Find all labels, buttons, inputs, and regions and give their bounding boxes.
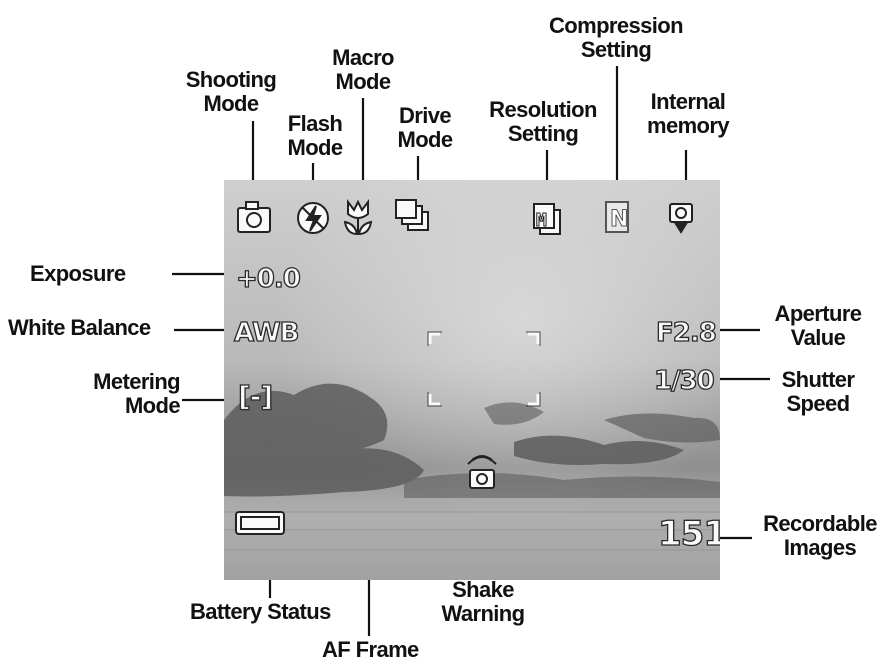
label-macro-mode: Macro Mode bbox=[332, 45, 394, 94]
label-flash-mode: Flash Mode bbox=[287, 111, 343, 160]
label-exposure: Exposure bbox=[30, 261, 126, 286]
label-recordable-images: Recordable Images bbox=[763, 511, 877, 560]
flash-off-icon bbox=[297, 202, 329, 234]
label-battery-status: Battery Status bbox=[190, 599, 331, 624]
label-shooting-mode: Shooting Mode bbox=[185, 67, 277, 116]
exposure-value: +0.0 bbox=[235, 263, 301, 294]
label-internal-memory: Internal memory bbox=[647, 89, 730, 138]
battery-icon bbox=[235, 511, 285, 535]
metering-value: [-] bbox=[237, 379, 274, 413]
shake-warning-icon bbox=[467, 455, 497, 489]
resolution-letter: M bbox=[536, 210, 547, 231]
internal-memory-icon bbox=[669, 203, 693, 234]
shutter-speed-value: 1/30 bbox=[653, 365, 715, 396]
label-shake-warning: Shake Warning bbox=[441, 577, 526, 626]
osd-icons: M N bbox=[235, 199, 693, 535]
label-shutter-speed: Shutter Speed bbox=[781, 367, 855, 416]
camera-icon bbox=[237, 201, 271, 233]
label-compression-setting: Compression Setting bbox=[549, 13, 684, 62]
compression-letter: N bbox=[610, 207, 628, 232]
label-white-balance: White Balance bbox=[8, 315, 151, 340]
recordable-images-value: 151 bbox=[657, 513, 720, 554]
camera-screen: M N bbox=[224, 180, 720, 580]
af-frame-outline bbox=[427, 331, 541, 407]
label-drive-mode: Drive Mode bbox=[397, 103, 453, 152]
label-metering-mode: Metering Mode bbox=[93, 369, 180, 418]
drive-continuous-icon bbox=[395, 199, 429, 231]
label-af-frame: AF Frame bbox=[322, 637, 419, 662]
macro-tulip-icon bbox=[343, 199, 373, 236]
label-aperture-value: Aperture Value bbox=[774, 301, 862, 350]
resolution-icon: M bbox=[533, 203, 561, 235]
af-frame-brackets bbox=[428, 332, 540, 406]
white-balance-value: AWB bbox=[233, 317, 300, 348]
compression-icon: N bbox=[605, 201, 629, 233]
label-resolution-setting: Resolution Setting bbox=[489, 97, 597, 146]
sky-background bbox=[224, 180, 720, 580]
aperture-value: F2.8 bbox=[655, 317, 717, 348]
